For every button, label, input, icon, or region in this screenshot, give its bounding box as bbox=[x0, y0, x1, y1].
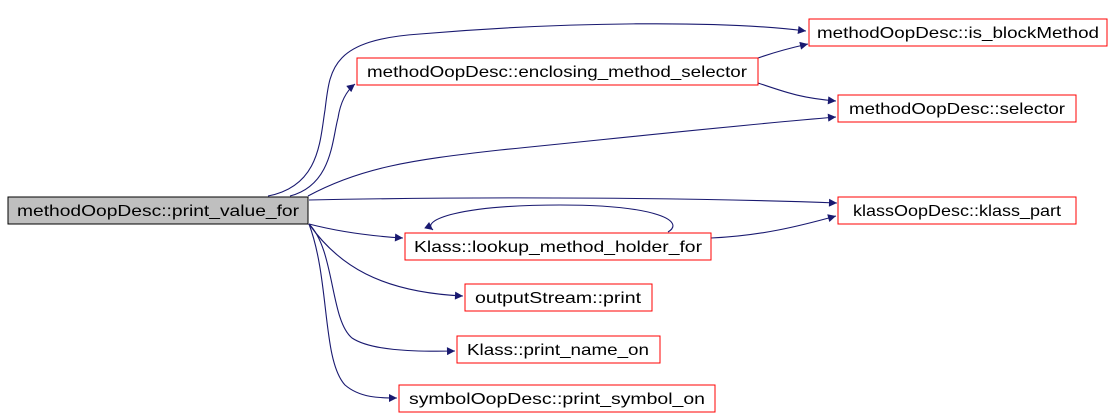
edge-root-to-print-symbol-on bbox=[308, 223, 398, 402]
node-print-symbol-on[interactable]: symbolOopDesc::print_symbol_on bbox=[398, 384, 716, 413]
edge-root-to-output-print bbox=[308, 223, 464, 300]
edge-root-to-is-blockmethod bbox=[267, 23, 807, 197]
node-print-name-on[interactable]: Klass::print_name_on bbox=[456, 335, 661, 364]
node-selector-label: methodOopDesc::selector bbox=[849, 101, 1066, 118]
node-is-blockmethod-label: methodOopDesc::is_blockMethod bbox=[817, 25, 1099, 42]
node-print-symbol-on-label: symbolOopDesc::print_symbol_on bbox=[409, 391, 705, 408]
edge-enclosing-to-is-blockmethod bbox=[757, 41, 809, 59]
node-output-print[interactable]: outputStream::print bbox=[464, 283, 653, 312]
edge-root-to-print-name-on bbox=[308, 223, 456, 356]
edge-root-to-selector bbox=[307, 113, 837, 197]
edge-enclosing-to-selector bbox=[757, 82, 837, 105]
node-print-name-on-label: Klass::print_name_on bbox=[467, 342, 649, 359]
node-enclosing-method-selector[interactable]: methodOopDesc::enclosing_method_selector bbox=[356, 57, 759, 86]
node-klass-part-label: klassOopDesc::klass_part bbox=[853, 203, 1062, 220]
edge-root-to-klass-part bbox=[308, 197, 838, 207]
node-enclosing-method-selector-label: methodOopDesc::enclosing_method_selector bbox=[367, 64, 748, 81]
node-klass-part[interactable]: klassOopDesc::klass_part bbox=[837, 196, 1077, 225]
edge-root-to-lookup-method-holder bbox=[308, 223, 404, 242]
node-print-value-for[interactable]: methodOopDesc::print_value_for bbox=[7, 196, 309, 225]
edge-lookup-self-loop bbox=[424, 204, 674, 233]
node-lookup-method-holder-for-label: Klass::lookup_method_holder_for bbox=[414, 239, 703, 256]
node-print-value-for-label: methodOopDesc::print_value_for bbox=[17, 203, 300, 220]
node-selector[interactable]: methodOopDesc::selector bbox=[837, 94, 1077, 123]
node-lookup-method-holder-for[interactable]: Klass::lookup_method_holder_for bbox=[404, 232, 712, 261]
node-output-print-label: outputStream::print bbox=[475, 290, 642, 307]
edge-root-to-enclosing-method-selector bbox=[289, 83, 356, 197]
edge-lookup-to-klass-part bbox=[710, 214, 837, 239]
node-is-blockmethod[interactable]: methodOopDesc::is_blockMethod bbox=[808, 18, 1108, 47]
